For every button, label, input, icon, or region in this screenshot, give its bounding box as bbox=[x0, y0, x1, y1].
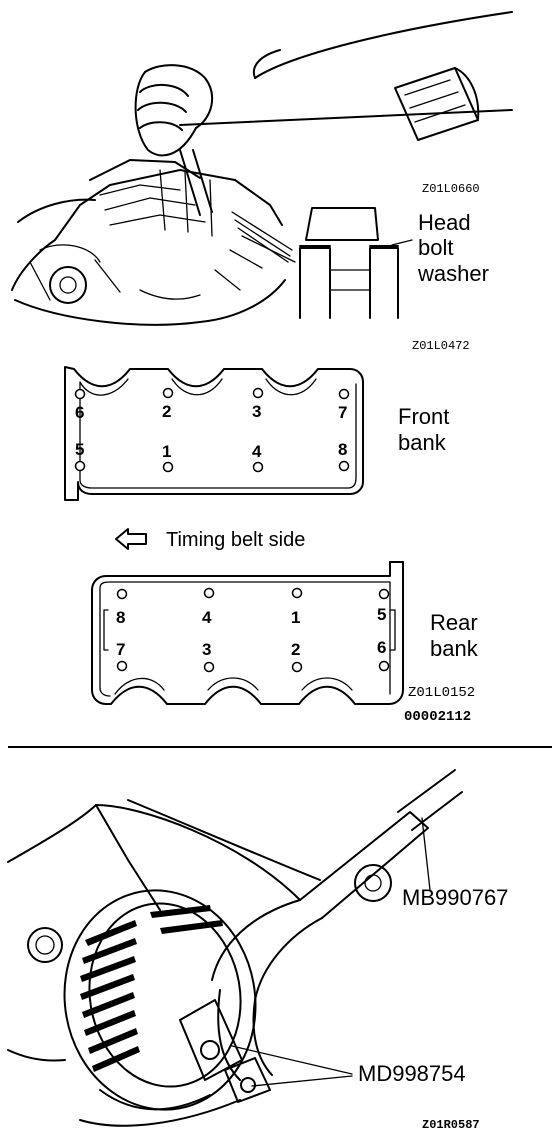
rear-bank-bolt-3: 3 bbox=[202, 640, 211, 659]
label-mb990767: MB990767 bbox=[402, 885, 508, 910]
front-bank-bolt-4: 4 bbox=[252, 442, 262, 461]
head-bolt-washer-inset bbox=[299, 207, 413, 319]
rear-bank-label-line1: Rear bbox=[430, 610, 478, 635]
tool-md998754 bbox=[179, 999, 271, 1103]
fig-code-z01l0660: Z01L0660 bbox=[422, 182, 480, 196]
fig-code-z01l0152: Z01L0152 bbox=[408, 685, 475, 701]
guide-arrow-hatch bbox=[231, 211, 296, 263]
figure-tightening-sequence: 6 2 3 7 5 1 4 8 Front bank Timing belt s… bbox=[64, 366, 479, 725]
rear-bank-bolt-8: 8 bbox=[116, 608, 125, 627]
tool-mb990767 bbox=[211, 769, 463, 1081]
front-bank-label-line2: bank bbox=[398, 430, 447, 455]
front-bank-bolt-8: 8 bbox=[338, 440, 347, 459]
front-bank-bolt-7: 7 bbox=[338, 403, 347, 422]
rear-bank-bolt-1: 1 bbox=[291, 608, 300, 627]
front-bank-bolt-3: 3 bbox=[252, 402, 261, 421]
label-bolt: bolt bbox=[418, 235, 453, 260]
rear-bank-label-line2: bank bbox=[430, 636, 479, 661]
front-bank-bolt-2: 2 bbox=[162, 402, 171, 421]
doc-code: 00002112 bbox=[404, 709, 471, 725]
label-head: Head bbox=[418, 210, 471, 235]
label-md998754: MD998754 bbox=[358, 1061, 466, 1086]
rear-bank-bolt-4: 4 bbox=[202, 608, 212, 627]
rear-bank-bolt-6: 6 bbox=[377, 638, 386, 657]
label-washer: washer bbox=[417, 261, 489, 286]
timing-belt-side-label: Timing belt side bbox=[166, 529, 305, 551]
figure-sprocket-tools: MB990767 MD998754 Z01R0587 bbox=[7, 769, 508, 1132]
rear-bank-holes bbox=[116, 587, 390, 673]
figure-wrench-cylinder-head: Z01L0660 Head bolt washer Z01L0472 bbox=[11, 11, 513, 353]
left-arrow-icon bbox=[115, 528, 147, 550]
front-bank-bolt-1: 1 bbox=[162, 442, 171, 461]
front-bank-bolt-5: 5 bbox=[75, 440, 84, 459]
rear-bank-bolt-7: 7 bbox=[116, 640, 125, 659]
front-bank-bolt-6: 6 bbox=[75, 403, 84, 422]
rear-bank-bolt-5: 5 bbox=[377, 605, 386, 624]
fig-code-z01r0587: Z01R0587 bbox=[422, 1118, 480, 1132]
fig-code-z01l0472: Z01L0472 bbox=[412, 339, 470, 353]
front-bank-label-line1: Front bbox=[398, 404, 449, 429]
front-bank-holes bbox=[74, 387, 350, 473]
sprocket-teeth bbox=[80, 905, 223, 1072]
rear-bank-bolt-2: 2 bbox=[291, 640, 300, 659]
